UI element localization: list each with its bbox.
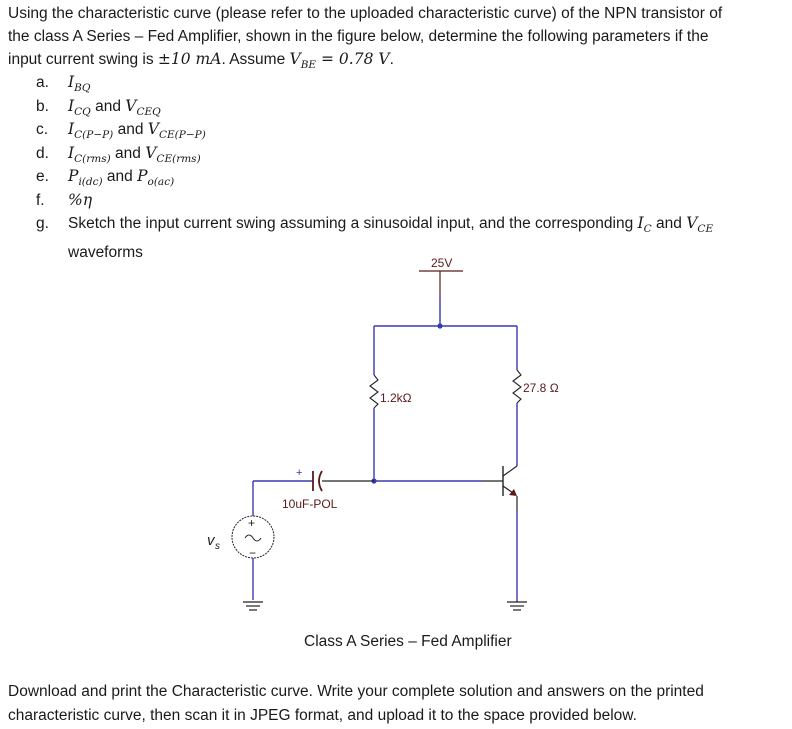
list-item: d. IC(rms) and VCE(rms) [36, 143, 201, 165]
list-item: a. IBQ [36, 73, 91, 94]
supply-label: 25V [431, 256, 452, 270]
intro-line-2: the class A Series – Fed Amplifier, show… [8, 28, 709, 45]
source-label: v [207, 532, 216, 549]
vbe-value: = 0.78 V [316, 50, 390, 68]
problem-statement: Using the characteristic curve (please r… [8, 2, 788, 77]
svg-text:s: s [215, 541, 220, 552]
rc-label: 27.8 Ω [523, 381, 559, 395]
supply-rail: 25V [419, 256, 463, 329]
intro-line-3: input current swing is ±10 mA. Assume VB… [8, 50, 394, 71]
intro-line-1: Using the characteristic curve (please r… [8, 5, 723, 22]
current-swing: ±10 mA [157, 50, 222, 68]
ac-source-icon: + − [231, 515, 275, 560]
svg-text:−: − [249, 546, 256, 560]
list-item: f. %η [36, 190, 93, 209]
list-item: g. Sketch the input current swing assumi… [36, 214, 714, 261]
npn-transistor [502, 465, 518, 510]
base-resistor [369, 374, 379, 409]
list-item: b. ICQ and VCEQ [36, 96, 161, 118]
svg-text:+: + [248, 516, 255, 530]
cap-label: 10uF-POL [282, 497, 338, 511]
rb-label: 1.2kΩ [380, 391, 412, 405]
question-list: a. IBQ b. ICQ and VCEQ c. IC(P−P) and VC… [36, 71, 776, 261]
list-item: e. Pi(dc) and Po(ac) [36, 167, 175, 188]
coupling-capacitor: + 10uF-POL [253, 467, 338, 511]
ground-icon [243, 601, 263, 611]
ground-icon [507, 600, 527, 611]
list-item: c. IC(P−P) and VCE(P−P) [36, 120, 206, 141]
instructions: Download and print the Characteristic cu… [8, 683, 704, 724]
svg-text:+: + [296, 467, 302, 479]
figure-caption: Class A Series – Fed Amplifier [304, 633, 512, 650]
collector-resistor [512, 369, 522, 404]
